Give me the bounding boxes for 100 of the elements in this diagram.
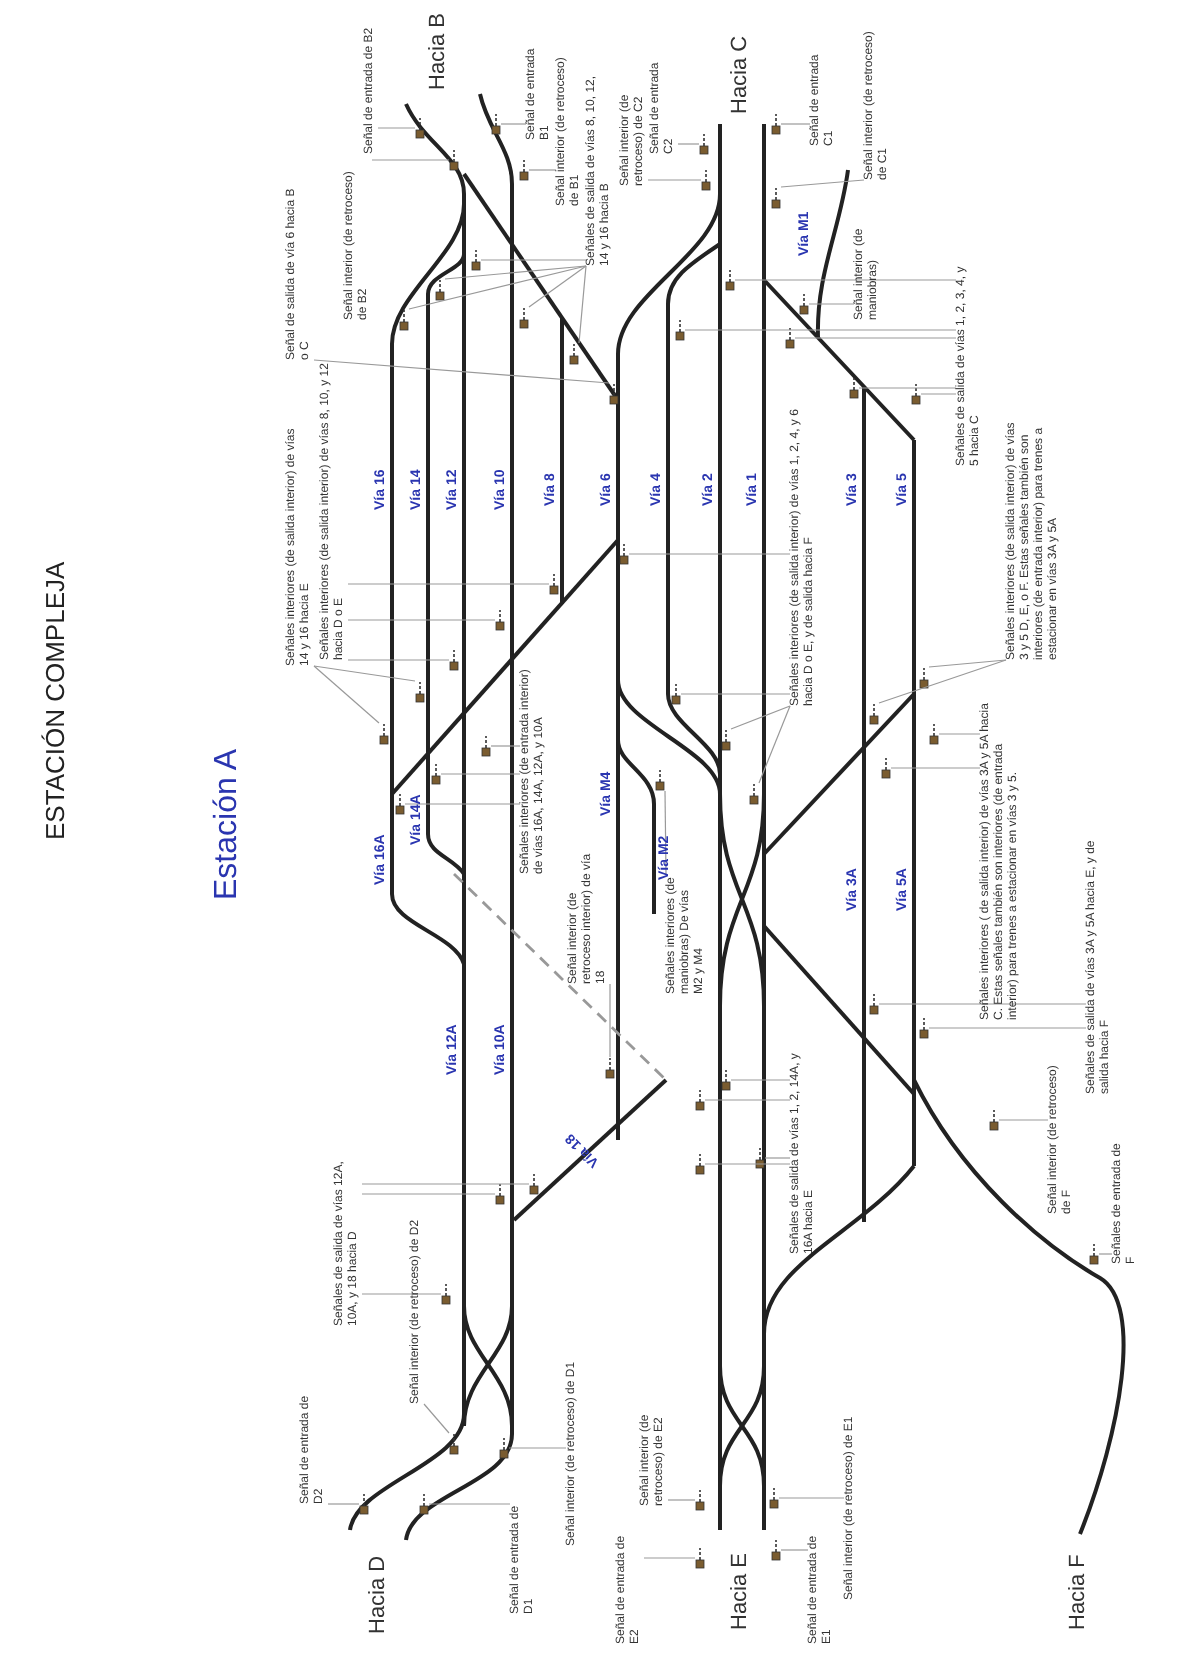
direction-label: Hacia B [426, 12, 450, 90]
signal-icon [771, 187, 781, 209]
signal-icon [399, 309, 409, 331]
signal-icon [919, 667, 929, 689]
leader-line [680, 693, 791, 695]
signal-icon [721, 1069, 731, 1091]
leader-line [677, 143, 700, 145]
signal-icon [495, 609, 505, 631]
signal-icon [499, 1437, 509, 1459]
leader-line [794, 337, 957, 339]
leader-line [578, 265, 587, 344]
leader-line [313, 665, 380, 724]
leader-line [377, 127, 416, 129]
signal-icon [491, 113, 501, 135]
leader-line [780, 179, 865, 188]
signal-icon [495, 1183, 505, 1205]
signal-icon [519, 159, 529, 181]
signal-icon [519, 307, 529, 329]
signal-icon [989, 1109, 999, 1131]
leader-line [647, 179, 702, 181]
signal-icon [725, 269, 735, 291]
leader-line [347, 659, 450, 661]
signal-icon [699, 133, 709, 155]
signal-icon [415, 117, 425, 139]
leader-line [327, 1503, 360, 1505]
signal-icon [849, 377, 859, 399]
leader-line [758, 705, 791, 784]
signal-icon [395, 793, 405, 815]
leader-line [500, 123, 527, 125]
signal-icon [569, 343, 579, 365]
signal-icon [701, 169, 711, 191]
leader-line [667, 1499, 696, 1501]
leader-line [440, 773, 521, 775]
direction-label: Hacia F [1066, 1554, 1090, 1630]
signal-icon [671, 683, 681, 705]
signal-icon [431, 763, 441, 785]
signal-icon [771, 1539, 781, 1561]
leader-line [643, 1557, 696, 1559]
leader-line [508, 1447, 567, 1449]
leader-line [920, 393, 957, 395]
leader-line [313, 359, 610, 384]
signal-icon [769, 1487, 779, 1509]
leader-line [684, 329, 957, 331]
leader-line [890, 767, 981, 769]
leader-line [347, 619, 496, 621]
leader-line [361, 1293, 442, 1295]
signal-icon [1089, 1243, 1099, 1265]
signal-icon [379, 723, 389, 745]
leader-line [371, 159, 450, 161]
leader-line [730, 1079, 791, 1081]
signal-icon [869, 703, 879, 725]
signal-icon [919, 1017, 929, 1039]
signal-icon [529, 1173, 539, 1195]
signal-icon [695, 1089, 705, 1111]
signal-icon [929, 723, 939, 745]
leader-line [938, 733, 981, 735]
leader-line [628, 553, 791, 555]
leader-line [858, 387, 957, 389]
leader-line [347, 583, 550, 585]
signal-icon [419, 1493, 429, 1515]
direction-label: Hacia E [728, 1552, 752, 1630]
leader-line [778, 1497, 845, 1499]
leader-line [423, 1403, 450, 1434]
leader-line [490, 745, 521, 747]
signal-icon [549, 573, 559, 595]
signal-icon [785, 327, 795, 349]
signal-icon [415, 681, 425, 703]
signal-icon [605, 1057, 615, 1079]
direction-label: Hacia D [366, 1555, 390, 1634]
signal-icon [695, 1547, 705, 1569]
leader-line [780, 123, 811, 125]
leader-line [528, 265, 587, 308]
leader-line [998, 1119, 1049, 1121]
leader-line [404, 803, 521, 805]
signal-icon [471, 249, 481, 271]
signal-icon [481, 735, 491, 757]
leader-line [878, 1003, 1087, 1005]
signal-icon [675, 319, 685, 341]
signal-icon [695, 1489, 705, 1511]
signal-icon [359, 1493, 369, 1515]
signal-icon [749, 783, 759, 805]
station-title: Estación A [210, 748, 246, 900]
signal-icon [655, 769, 665, 791]
leader-line [444, 265, 587, 280]
signal-icon [721, 729, 731, 751]
signal-icon [441, 1283, 451, 1305]
direction-label: Hacia C [728, 35, 752, 114]
signal-icon [449, 149, 459, 171]
leader-line [730, 705, 791, 730]
signal-icon [435, 279, 445, 301]
signal-icon [755, 1147, 765, 1169]
signal-icon [771, 113, 781, 135]
leader-line [928, 659, 1007, 668]
leader-line [734, 279, 957, 281]
signal-icon [911, 383, 921, 405]
leader-line [408, 265, 587, 310]
signal-icon [869, 993, 879, 1015]
leader-line [704, 1099, 791, 1101]
leader-line [361, 1193, 496, 1195]
leader-line [780, 1549, 809, 1551]
